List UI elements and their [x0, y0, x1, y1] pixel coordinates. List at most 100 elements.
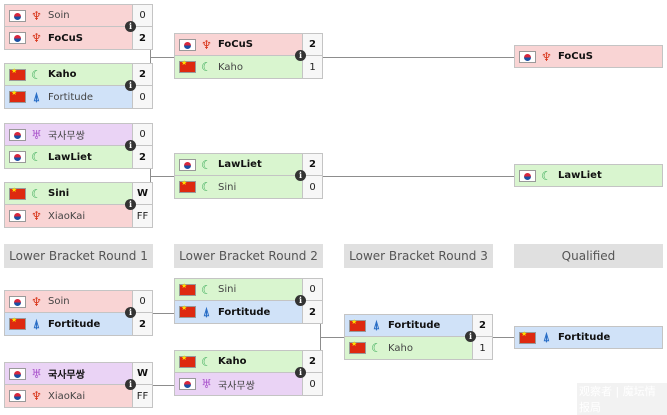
match-card[interactable]: ♅ 국사무쌍 0 ☾ LawLiet 2 i	[4, 123, 153, 169]
info-icon[interactable]: i	[125, 80, 136, 91]
team-slot[interactable]: ⍋ Fortitude 2	[174, 301, 323, 324]
match-card[interactable]: ☾ Kaho 2 ⍋ Fortitude 0 i	[4, 63, 153, 109]
match-card[interactable]: ☾ Sini 0 ⍋ Fortitude 2 i	[174, 278, 323, 324]
bracket-connector	[150, 176, 174, 177]
south-korea-flag-icon	[9, 151, 26, 163]
score: 2	[132, 27, 152, 49]
team-slot[interactable]: ☾ LawLiet 2	[4, 146, 153, 169]
player-name: FoCuS	[218, 39, 253, 50]
player-name: LawLiet	[558, 170, 602, 181]
protoss-race-icon: ⍋	[202, 304, 211, 319]
score: 0	[132, 124, 152, 145]
info-icon[interactable]: i	[295, 367, 306, 378]
score: 2	[302, 154, 322, 175]
team-slot[interactable]: ☾ LawLiet 2	[174, 153, 323, 176]
south-korea-flag-icon	[519, 50, 536, 63]
night-elf-race-icon: ☾	[201, 180, 212, 194]
team-slot[interactable]: ☾ Sini 0	[174, 176, 323, 199]
info-icon[interactable]: i	[465, 331, 476, 342]
score: FF	[132, 385, 152, 407]
player-name: Soin	[48, 10, 70, 21]
team-slot[interactable]: ☾ Kaho 2	[174, 350, 323, 373]
bracket-connector	[471, 337, 515, 338]
china-flag-icon	[179, 59, 196, 73]
south-korea-flag-icon	[9, 32, 26, 44]
team-slot[interactable]: ♆ XiaoKai FF	[4, 385, 153, 408]
match-card[interactable]: ♅ 국사무쌍 W ♆ XiaoKai FF i	[4, 362, 153, 408]
player-name: FoCuS	[48, 32, 83, 44]
team-slot[interactable]: ☾ Kaho 1	[174, 56, 323, 79]
china-flag-icon	[179, 179, 196, 193]
info-icon[interactable]: i	[125, 307, 136, 318]
qualified-slot[interactable]: ♆ FoCuS	[514, 45, 663, 68]
zerg-race-icon: ♆	[201, 37, 212, 52]
protoss-race-icon: ⍋	[32, 89, 41, 104]
china-flag-icon	[179, 354, 196, 368]
protoss-race-icon: ⍋	[372, 318, 381, 332]
terran-race-icon: ♅	[31, 127, 42, 142]
info-icon[interactable]: i	[125, 379, 136, 390]
team-slot[interactable]: ♅ 국사무쌍 W	[4, 362, 153, 385]
team-slot[interactable]: ♆ Soin 0	[4, 4, 153, 27]
zerg-race-icon: ♆	[31, 31, 42, 45]
qualified-slot[interactable]: ☾ LawLiet	[514, 164, 663, 187]
team-slot[interactable]: ♆ FoCuS 2	[4, 27, 153, 50]
match-card[interactable]: ♆ Soin 0 ♆ FoCuS 2 i	[4, 4, 153, 50]
team-slot[interactable]: ☾ Sini W	[4, 182, 153, 205]
zerg-race-icon: ♆	[541, 49, 552, 64]
player-name: Kaho	[388, 342, 413, 354]
team-slot[interactable]: ☾ Kaho 2	[4, 63, 153, 86]
info-icon[interactable]: i	[295, 170, 306, 181]
south-korea-flag-icon	[179, 38, 196, 51]
info-icon[interactable]: i	[125, 21, 136, 32]
qualified-slot[interactable]: ⍋ Fortitude	[514, 326, 663, 349]
player-name: XiaoKai	[48, 210, 86, 222]
score: 2	[302, 301, 322, 323]
match-card[interactable]: ♆ Soin 0 ⍋ Fortitude 2 i	[4, 290, 153, 336]
score: W	[132, 183, 152, 204]
score: 1	[302, 56, 322, 78]
team-slot[interactable]: ♆ FoCuS 2	[174, 33, 323, 56]
score: FF	[132, 205, 152, 227]
team-slot[interactable]: ⍋ Fortitude 2	[4, 313, 153, 336]
team-slot[interactable]: ☾ Kaho 1	[344, 337, 493, 360]
info-icon[interactable]: i	[295, 50, 306, 61]
score: 2	[132, 64, 152, 85]
night-elf-race-icon: ☾	[541, 168, 552, 183]
team-slot[interactable]: ⍋ Fortitude 0	[4, 86, 153, 109]
team-slot[interactable]: ♆ XiaoKai FF	[4, 205, 153, 228]
player-name: Sini	[218, 181, 237, 193]
south-korea-flag-icon	[9, 295, 26, 308]
match-card[interactable]: ☾ LawLiet 2 ☾ Sini 0 i	[174, 153, 323, 199]
match-card[interactable]: ⍋ Fortitude 2 ☾ Kaho 1 i	[344, 314, 493, 360]
info-icon[interactable]: i	[125, 199, 136, 210]
team-slot[interactable]: ♅ 국사무쌍 0	[4, 123, 153, 146]
zerg-race-icon: ♆	[31, 209, 42, 223]
score: 2	[132, 146, 152, 168]
player-name: 국사무쌍	[48, 370, 85, 381]
china-flag-icon	[349, 318, 366, 332]
info-icon[interactable]: i	[125, 140, 136, 151]
team-slot[interactable]: ⍋ Fortitude 2	[344, 314, 493, 337]
info-icon[interactable]: i	[295, 295, 306, 306]
player-name: Fortitude	[388, 320, 441, 331]
player-name: Fortitude	[48, 91, 94, 103]
player-name: Soin	[48, 296, 70, 307]
night-elf-race-icon: ☾	[31, 67, 42, 82]
player-name: 국사무쌍	[48, 131, 85, 142]
bracket-connector	[320, 337, 344, 338]
score: 2	[132, 313, 152, 335]
south-korea-flag-icon	[519, 169, 536, 182]
team-slot[interactable]: ♅ 국사무쌍 0	[174, 373, 323, 396]
south-korea-flag-icon	[9, 210, 26, 222]
team-slot[interactable]: ☾ Sini 0	[174, 278, 323, 301]
score: 2	[302, 351, 322, 372]
protoss-race-icon: ⍋	[542, 330, 551, 344]
round-header: Qualified	[514, 244, 663, 268]
night-elf-race-icon: ☾	[201, 282, 212, 297]
match-card[interactable]: ☾ Kaho 2 ♅ 국사무쌍 0 i	[174, 350, 323, 396]
zerg-race-icon: ♆	[31, 389, 42, 403]
team-slot[interactable]: ♆ Soin 0	[4, 290, 153, 313]
match-card[interactable]: ☾ Sini W ♆ XiaoKai FF i	[4, 182, 153, 228]
match-card[interactable]: ♆ FoCuS 2 ☾ Kaho 1 i	[174, 33, 323, 79]
